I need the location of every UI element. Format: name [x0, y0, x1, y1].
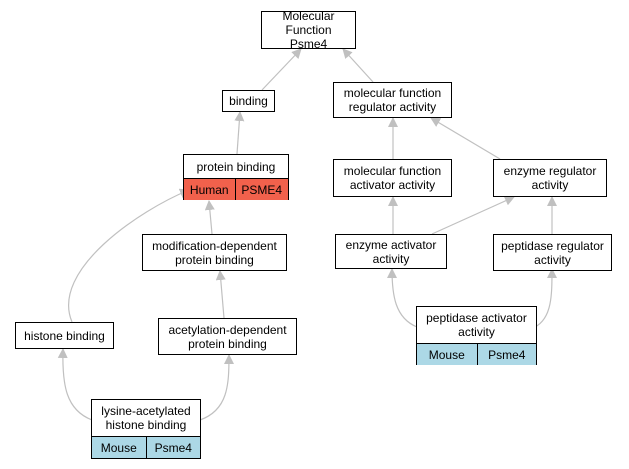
edge-enzreg-to-mfreg: [430, 117, 501, 160]
species-cell: Mouse: [92, 437, 146, 458]
species-cell: Human: [184, 179, 235, 200]
node-acetylation-dependent-protein-binding[interactable]: acetylation-dependent protein binding: [158, 318, 297, 355]
node-mf-activator-activity[interactable]: molecular function activator activity: [333, 159, 452, 197]
node-peptidase-activator-activity[interactable]: peptidase activator activity Mouse Psme4: [416, 306, 537, 365]
node-lysine-acetylated-histone-binding[interactable]: lysine-acetylated histone binding Mouse …: [91, 399, 201, 459]
edge-lysine-to-acetyl: [199, 354, 234, 421]
node-peptidase-activator-label: peptidase activator activity: [426, 311, 527, 339]
node-mf-regulator-activity[interactable]: molecular function regulator activity: [333, 82, 452, 118]
node-enzyme-activator-activity[interactable]: enzyme activator activity: [335, 234, 447, 269]
edge-acetyl-to-moddep: [215, 270, 226, 319]
gene-annotation-row: Mouse Psme4: [92, 436, 200, 458]
node-lysine-acetylated-label: lysine-acetylated histone binding: [101, 404, 191, 432]
edge-pepact-to-enzact: [387, 268, 418, 328]
edge-enzact-to-enzreg: [431, 196, 515, 235]
node-peptidase-regulator-activity[interactable]: peptidase regulator activity: [493, 234, 612, 271]
node-binding[interactable]: binding: [222, 90, 275, 112]
node-protein-binding-label: protein binding: [196, 159, 276, 174]
gene-cell: Psme4: [145, 437, 200, 458]
species-cell: Mouse: [417, 344, 477, 365]
node-modification-dependent-protein-binding[interactable]: modification-dependent protein binding: [142, 234, 287, 271]
edge-mfreg-to-root: [342, 48, 374, 83]
gene-cell: Psme4: [476, 344, 536, 365]
edge-moddep-to-protein-binding: [204, 200, 215, 235]
node-enzyme-regulator-activity[interactable]: enzyme regulator activity: [493, 159, 607, 197]
edge-pepact-to-pepreg: [534, 268, 557, 328]
node-protein-binding[interactable]: protein binding Human PSME4: [183, 154, 289, 200]
edge-lysine-to-histone: [57, 348, 93, 421]
edge-histone-to-protein-binding: [68, 188, 190, 323]
gene-annotation-row: Human PSME4: [184, 178, 288, 200]
gene-annotation-row: Mouse Psme4: [417, 343, 536, 365]
edge-binding-to-root: [261, 48, 302, 91]
node-molecular-function-root[interactable]: Molecular Function Psme4: [261, 9, 356, 51]
gene-cell: PSME4: [234, 179, 288, 200]
edge-protein-binding-to-binding: [234, 111, 245, 155]
node-histone-binding[interactable]: histone binding: [15, 322, 114, 349]
